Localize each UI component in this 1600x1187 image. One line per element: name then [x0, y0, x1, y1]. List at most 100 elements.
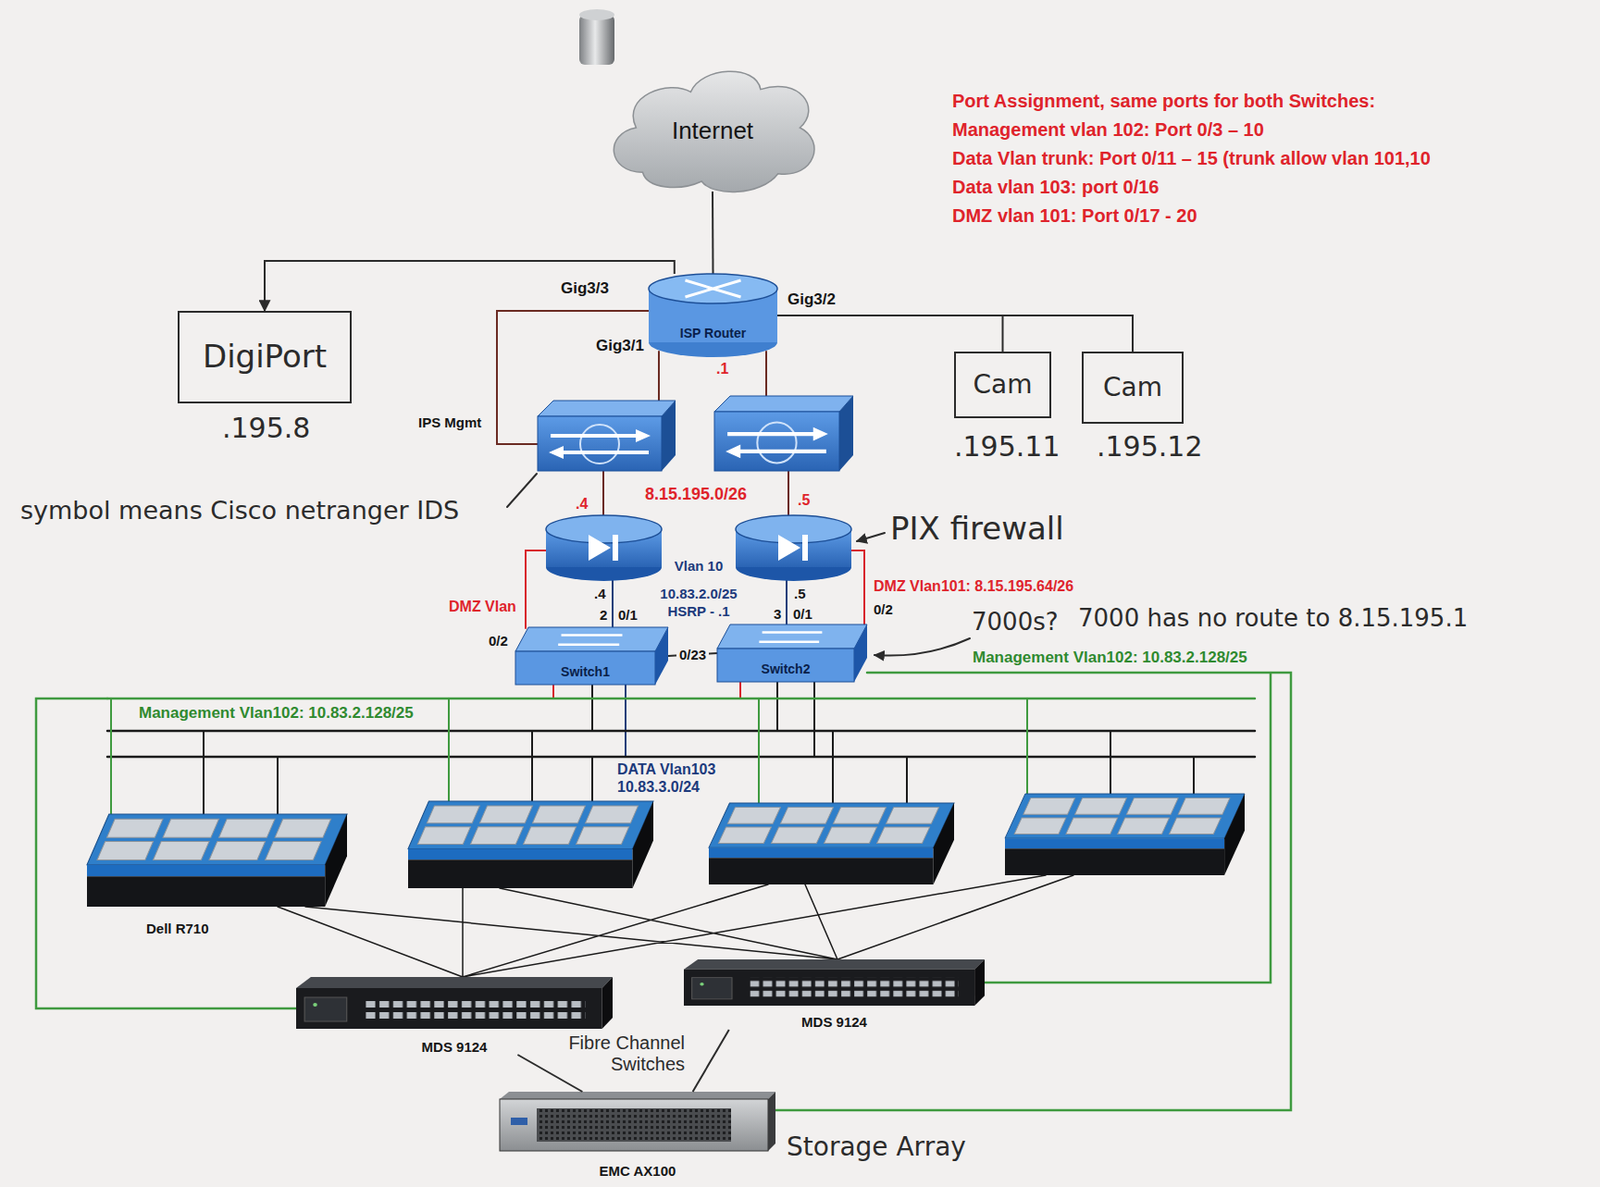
router-top [648, 273, 778, 304]
node-label: Switch2 [761, 661, 811, 677]
cloud-outline [613, 71, 815, 192]
leader-arrow [856, 533, 885, 542]
switch-top [717, 624, 868, 649]
node-label: Cam [973, 370, 1033, 400]
diagram-label: .195.11 [954, 431, 1061, 464]
switch-drop [624, 684, 627, 757]
switch-front [717, 648, 855, 683]
diagram-label: Port Assignment, same ports for both Swi… [952, 90, 1376, 112]
diagram-label: IPS Mgmt [418, 414, 482, 431]
link-line [264, 260, 675, 311]
switch-drop [592, 682, 815, 757]
diagram-label: 10.83.2.0/25 [659, 585, 737, 602]
diagram-label: Fibre Channel Switches [555, 1032, 685, 1076]
ids-firewall-wire [603, 471, 789, 517]
pix-top [735, 515, 852, 544]
switch-arrows [758, 632, 822, 643]
diagram-label: .4 [594, 585, 607, 602]
link-line [693, 1029, 730, 1092]
node-label: Cam [1103, 372, 1163, 403]
fc-switch-device [296, 977, 613, 1030]
switch-node: Switch1 [515, 627, 669, 685]
diagram-label: 0/1 [793, 606, 813, 622]
diagram-label: .1 [716, 360, 729, 378]
link-line [777, 315, 1004, 352]
switch-side [655, 627, 669, 685]
node-label: Switch1 [560, 664, 610, 680]
management-bus [107, 697, 1255, 701]
leader-line [507, 473, 537, 508]
diagram-label: 0/1 [618, 607, 638, 623]
blade-server [708, 803, 955, 885]
magnet-top [579, 9, 615, 21]
wires [36, 310, 1291, 1111]
diagram-label: 2 [599, 607, 608, 623]
camera-box: Cam [1081, 351, 1184, 424]
diagram-label: .195.8 [222, 412, 311, 446]
router-node: ISP Router [648, 273, 778, 358]
camera-box: Cam [954, 351, 1052, 419]
router-node-shape [648, 273, 778, 358]
leader-arrow [874, 638, 970, 657]
ids-symbol [725, 421, 829, 463]
blade-server [86, 814, 348, 907]
blade-server [1004, 793, 1245, 876]
diagram-label: 8.15.195.0/26 [644, 484, 747, 505]
ids-top [537, 400, 676, 417]
switch-side [854, 624, 868, 683]
ids-symbol [548, 424, 651, 464]
switch-node: Switch2 [717, 624, 868, 683]
storage-node: EMC AX100 [499, 1091, 776, 1179]
node-label: ISP Router [680, 325, 746, 341]
diagram-label: 0/2 [488, 632, 509, 649]
diagram-label: Storage Array [786, 1132, 967, 1163]
ids-top [714, 396, 854, 412]
data-bus [107, 731, 1255, 757]
ids-front [714, 411, 840, 472]
diagram-label: Management Vlan102: 10.83.2.128/25 [972, 648, 1248, 668]
diagram-label: DMZ Vlan [448, 598, 517, 616]
node-label: DigiPort [202, 338, 327, 375]
diagram-label: .4 [575, 496, 588, 513]
internet-cloud: Internet [603, 63, 822, 192]
node-label: EMC AX100 [599, 1163, 677, 1179]
ids-side [661, 400, 676, 472]
diagram-label: .5 [793, 585, 807, 602]
switch-arrows [558, 635, 622, 645]
storage-device [499, 1091, 776, 1152]
ids-side [839, 396, 854, 472]
magnet-body [579, 14, 615, 65]
fc-switch-node: MDS 9124 [683, 959, 985, 1030]
diagram-label: Management vlan 102: Port 0/3 – 10 [952, 119, 1265, 141]
magnet [579, 9, 615, 65]
server-drop [111, 698, 1028, 816]
diagram-label: Dell R710 [146, 920, 210, 937]
diagram-label: Gig3/3 [560, 279, 609, 298]
diagram-label: .195.12 [1096, 431, 1204, 464]
diagram-label: DATA Vlan103 [617, 761, 716, 779]
switch-front [515, 651, 656, 685]
pix-symbol [778, 534, 808, 561]
firewall-switch-wire [612, 579, 787, 629]
diagram-label: DMZ Vlan101: 8.15.195.64/26 [873, 578, 1074, 596]
link-line [711, 191, 715, 274]
management-loop [36, 672, 1291, 1111]
port-label: 0/23 [676, 646, 709, 663]
fc-switch-device [683, 959, 985, 1006]
diagram-label: Management Vlan102: 10.83.2.128/25 [138, 704, 414, 723]
diagram-label: Gig3/1 [595, 336, 645, 356]
ids-front [537, 416, 662, 472]
diagram-label: 0/2 [873, 601, 894, 618]
diagram-label: DMZ vlan 101: Port 0/17 - 20 [952, 205, 1198, 227]
router-arrows [685, 280, 742, 298]
diagram-label: Gig3/2 [787, 290, 836, 310]
device-box: DigiPort [177, 310, 352, 404]
pix-firewall [735, 515, 852, 582]
diagram-label: symbol means Cisco netranger IDS [20, 496, 459, 525]
node-label: MDS 9124 [801, 1014, 868, 1030]
ids-sensor [537, 400, 676, 472]
blade-server [408, 801, 654, 889]
hand-leaders [507, 473, 970, 657]
pix-symbol [588, 534, 619, 561]
